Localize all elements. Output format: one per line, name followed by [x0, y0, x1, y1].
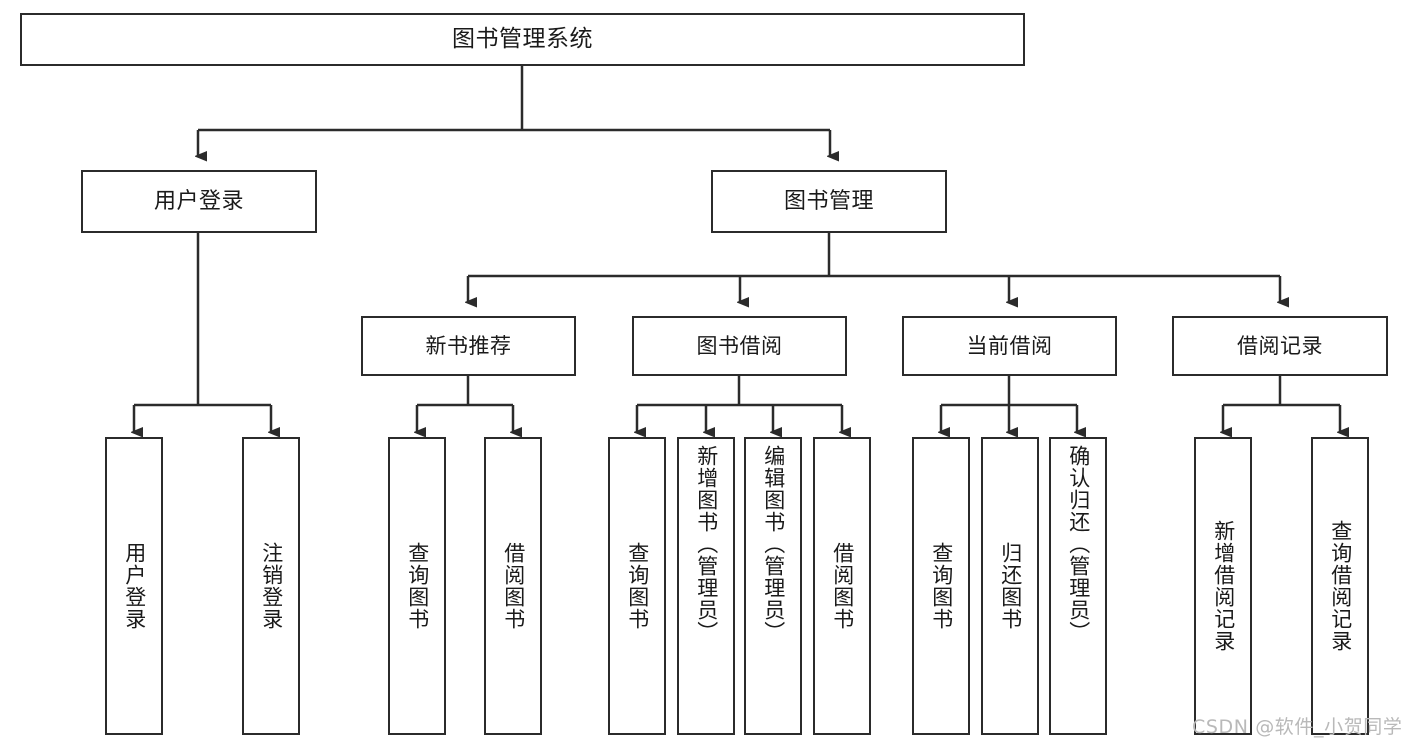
node-leaf-borrow-book-1[interactable]: 借阅图书: [484, 437, 542, 735]
node-leaf-query-book-2-label: 查询图书: [625, 542, 650, 630]
node-leaf-add-book[interactable]: 新增图书（管理员）: [677, 437, 735, 735]
node-root-label: 图书管理系统: [452, 26, 593, 53]
node-leaf-user-login[interactable]: 用户登录: [105, 437, 163, 735]
node-leaf-edit-book[interactable]: 编辑图书（管理员）: [744, 437, 802, 735]
node-leaf-confirm-return-label: 确认归还（管理员）: [1066, 445, 1091, 643]
node-leaf-confirm-return[interactable]: 确认归还（管理员）: [1049, 437, 1107, 735]
node-book-management[interactable]: 图书管理: [711, 170, 947, 233]
node-leaf-add-book-label: 新增图书（管理员）: [694, 445, 719, 643]
node-leaf-return-book[interactable]: 归还图书: [981, 437, 1039, 735]
node-current-borrow[interactable]: 当前借阅: [902, 316, 1117, 376]
node-leaf-add-record[interactable]: 新增借阅记录: [1194, 437, 1252, 735]
node-borrow-record[interactable]: 借阅记录: [1172, 316, 1388, 376]
node-book-management-label: 图书管理: [783, 188, 874, 214]
node-leaf-logout-login[interactable]: 注销登录: [242, 437, 300, 735]
node-leaf-borrow-book-2[interactable]: 借阅图书: [813, 437, 871, 735]
node-leaf-borrow-book-1-label: 借阅图书: [501, 542, 526, 630]
node-leaf-logout-login-label: 注销登录: [259, 542, 284, 630]
node-user-login[interactable]: 用户登录: [81, 170, 317, 233]
node-leaf-query-book-3-label: 查询图书: [929, 542, 954, 630]
node-leaf-query-book-1[interactable]: 查询图书: [388, 437, 446, 735]
node-leaf-user-login-label: 用户登录: [122, 542, 147, 630]
node-book-borrow-label: 图书借阅: [696, 333, 783, 358]
node-leaf-return-book-label: 归还图书: [998, 542, 1023, 630]
node-leaf-add-record-label: 新增借阅记录: [1211, 520, 1236, 652]
node-book-borrow[interactable]: 图书借阅: [632, 316, 847, 376]
node-leaf-query-record[interactable]: 查询借阅记录: [1311, 437, 1369, 735]
node-new-book-recommend-label: 新书推荐: [425, 333, 512, 358]
node-current-borrow-label: 当前借阅: [966, 333, 1053, 358]
node-borrow-record-label: 借阅记录: [1237, 333, 1323, 358]
node-new-book-recommend[interactable]: 新书推荐: [361, 316, 576, 376]
node-leaf-edit-book-label: 编辑图书（管理员）: [761, 445, 786, 643]
node-user-login-label: 用户登录: [153, 188, 244, 214]
csdn-watermark: CSDN @软件_小贺同学: [1192, 716, 1403, 738]
node-leaf-query-book-3[interactable]: 查询图书: [912, 437, 970, 735]
node-root[interactable]: 图书管理系统: [20, 13, 1025, 66]
node-leaf-borrow-book-2-label: 借阅图书: [830, 542, 855, 630]
node-leaf-query-record-label: 查询借阅记录: [1328, 520, 1353, 652]
node-leaf-query-book-2[interactable]: 查询图书: [608, 437, 666, 735]
node-leaf-query-book-1-label: 查询图书: [405, 542, 430, 630]
